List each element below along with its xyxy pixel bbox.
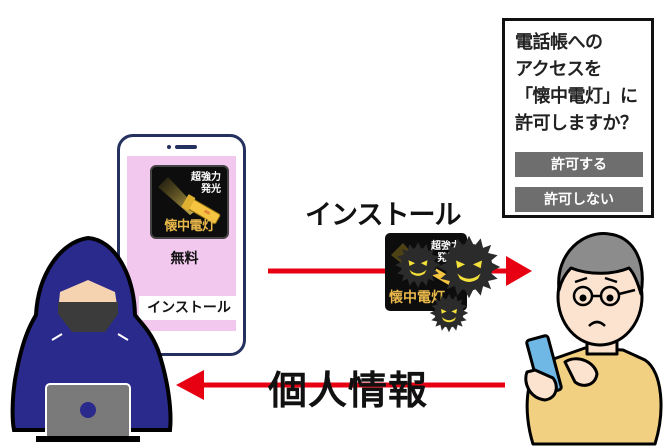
install-arrow-head	[506, 256, 532, 286]
allow-button[interactable]: 許可する	[515, 152, 643, 177]
app-name: 懐中電灯	[164, 219, 215, 234]
malicious-app-tagline-1: 超強力	[431, 241, 461, 252]
install-button[interactable]: インストール	[139, 296, 239, 320]
flashlight-icon	[158, 177, 221, 225]
flashlight-app-icon[interactable]: 超強力 発光 懐中電灯	[150, 165, 229, 239]
phone-app-store: 超強力 発光 懐中電灯 無料 インストール	[117, 134, 246, 356]
virus-icon	[395, 242, 441, 288]
malware-viruses	[395, 235, 501, 333]
personal-info-arrow	[176, 370, 505, 400]
deny-button[interactable]: 許可しない	[515, 187, 643, 212]
install-arrow-label: インストール	[305, 200, 461, 231]
hacker-illustration	[10, 235, 173, 442]
victim-icon	[524, 232, 663, 446]
permission-message: 電話帳への アクセスを 「懐中電灯」に 許可しますか？	[515, 32, 638, 134]
malicious-app-name: 懐中電灯	[389, 290, 445, 306]
victim-illustration	[524, 232, 663, 446]
price-label: 無料	[170, 251, 199, 267]
virus-icon	[437, 235, 501, 299]
app-tagline-2: 発光	[201, 184, 221, 195]
phone-screen: 超強力 発光 懐中電灯 無料 インストール	[127, 156, 239, 331]
personal-info-arrow-head	[176, 370, 204, 400]
hacker-icon	[10, 235, 173, 442]
app-tagline-1: 超強力	[191, 172, 221, 183]
personal-info-arrow-label: 個人情報	[268, 369, 429, 414]
phone-speaker	[175, 145, 197, 149]
phone-camera	[167, 145, 171, 149]
virus-icon	[429, 293, 469, 333]
permission-dialog: 電話帳への アクセスを 「懐中電灯」に 許可しますか？ 許可する 許可しない	[502, 18, 654, 218]
